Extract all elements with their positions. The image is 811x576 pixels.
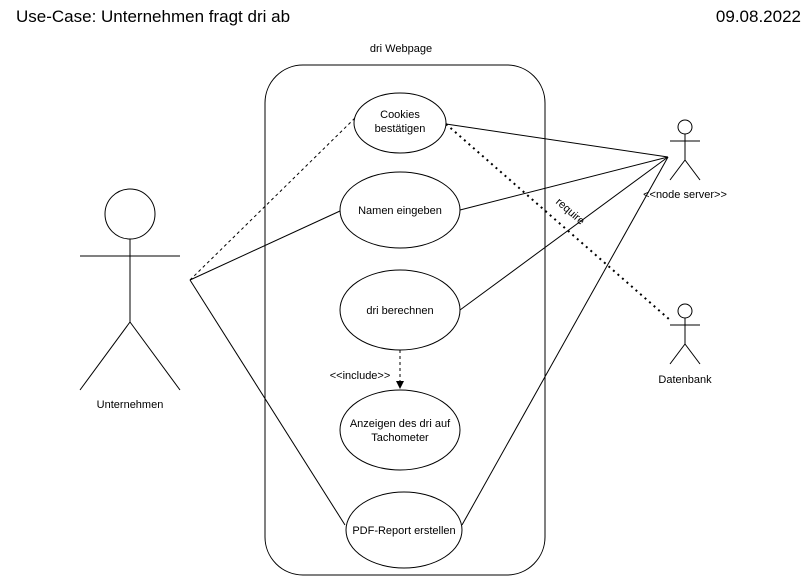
- use-case-cookies-line2: bestätigen: [375, 123, 426, 135]
- actor-datenbank[interactable]: Datenbank: [658, 303, 712, 386]
- diagram-date: 09.08.2022: [715, 7, 801, 26]
- require-label: require: [553, 196, 587, 228]
- actor-unternehmen-label: Unternehmen: [97, 399, 164, 411]
- assoc-server-pdf: [461, 156, 669, 526]
- use-case-anzeigen-line2: Tachometer: [371, 432, 429, 444]
- use-case-dri-berechnen[interactable]: dri berechnen: [339, 269, 461, 351]
- use-case-namen-eingeben[interactable]: Namen eingeben: [339, 171, 461, 249]
- actor-unternehmen-head: [104, 188, 156, 240]
- actor-datenbank-head: [677, 303, 693, 319]
- system-label: dri Webpage: [370, 43, 432, 55]
- use-case-anzeigen-line1: Anzeigen des dri auf: [350, 418, 451, 430]
- assoc-unternehmen-cookies: [189, 117, 356, 281]
- diagram-title: Use-Case: Unternehmen fragt dri ab: [16, 7, 291, 26]
- use-case-cookies[interactable]: Cookies bestätigen: [353, 92, 447, 154]
- use-case-berechnen-label: dri berechnen: [366, 305, 433, 317]
- actor-node-server[interactable]: <<node server>>: [643, 119, 727, 201]
- include-label: <<include>>: [330, 370, 391, 382]
- system-boundary: [264, 64, 546, 576]
- require-dependency: [445, 123, 671, 321]
- assoc-server-namen: [459, 156, 669, 211]
- use-case-cookies-line1: Cookies: [380, 109, 420, 121]
- use-case-namen-label: Namen eingeben: [358, 205, 442, 217]
- use-case-pdf-report[interactable]: PDF-Report erstellen: [345, 491, 463, 569]
- assoc-server-berechnen: [459, 156, 669, 311]
- actor-node-server-head: [677, 119, 693, 135]
- actor-node-server-label: <<node server>>: [643, 189, 727, 201]
- assoc-unternehmen-namen: [189, 210, 341, 281]
- assoc-unternehmen-pdf: [189, 279, 346, 526]
- actor-datenbank-label: Datenbank: [658, 374, 712, 386]
- use-case-pdf-label: PDF-Report erstellen: [352, 525, 455, 537]
- assoc-server-cookies: [445, 123, 669, 158]
- use-case-anzeigen[interactable]: Anzeigen des dri auf Tachometer: [339, 389, 461, 471]
- actor-unternehmen[interactable]: Unternehmen: [79, 188, 181, 411]
